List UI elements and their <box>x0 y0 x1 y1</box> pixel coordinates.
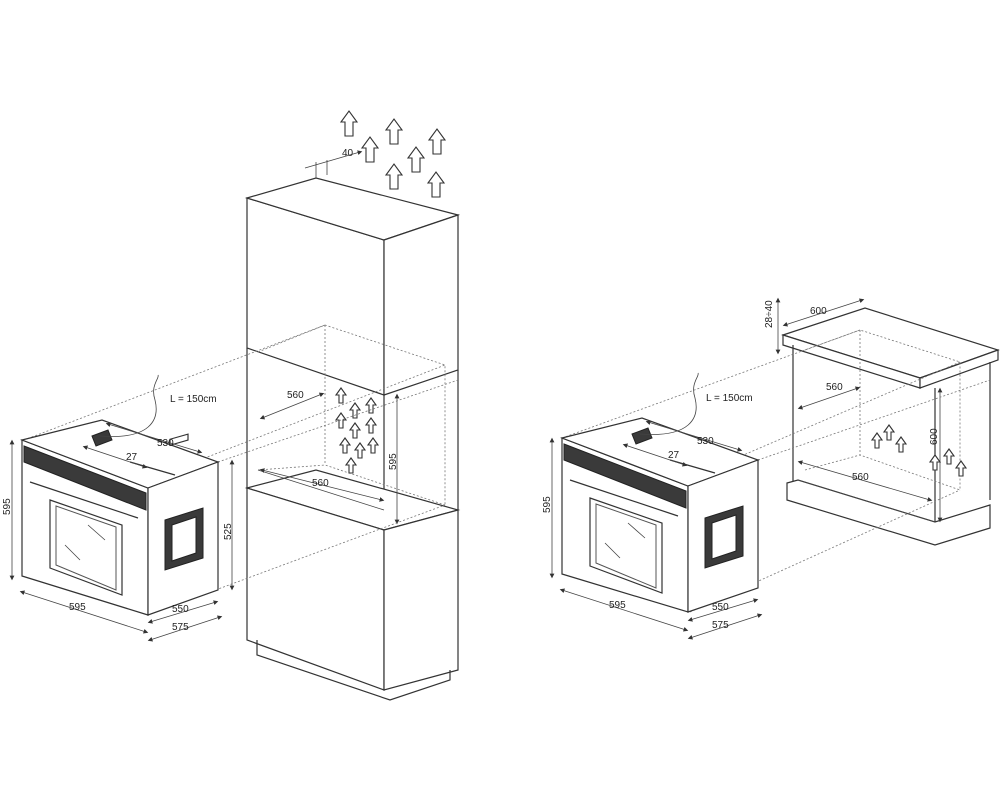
door-handle <box>29 481 139 519</box>
right-depth-small-label: 27 <box>668 450 680 461</box>
left-oven-dimensions: 530 27 595 525 595 550 575 <box>2 422 235 642</box>
left-depth-top-label: 530 <box>157 438 174 449</box>
left-depth-small-label: 27 <box>126 452 138 463</box>
right-depth-b-label: 575 <box>712 620 729 631</box>
left-inner-height-label: 525 <box>223 523 234 540</box>
right-control-panel <box>563 443 687 509</box>
right-door-handle <box>569 479 679 517</box>
niche-width-lower-label: 560 <box>312 478 329 489</box>
upper-cabinet-side <box>383 214 459 396</box>
top-gap-label: 40 <box>342 148 354 159</box>
left-cable-label: L = 150cm <box>170 394 217 405</box>
left-height-label: 595 <box>2 498 13 515</box>
right-niche-width-lower-label: 560 <box>852 472 869 483</box>
right-depth-top-label: 530 <box>697 436 714 447</box>
right-width-label: 595 <box>609 600 626 611</box>
niche-height-label: 595 <box>388 453 399 470</box>
niche-width-upper-label: 560 <box>287 390 304 401</box>
left-oven: L = 150cm <box>20 374 220 616</box>
right-niche-height-label: 600 <box>929 428 940 445</box>
control-panel <box>23 445 147 511</box>
left-width-label: 595 <box>69 602 86 613</box>
worktop-side <box>919 349 999 389</box>
right-oven: L = 150cm <box>560 372 760 613</box>
worktop-depth-label: 600 <box>810 306 827 317</box>
cabinet-plinth <box>786 479 991 546</box>
worktop-gap-label: 28÷40 <box>764 300 775 328</box>
right-niche-width-upper-label: 560 <box>826 382 843 393</box>
ventilation-arrows-niche <box>334 387 380 474</box>
ventilation-arrows-right <box>870 424 968 477</box>
right-cable-label: L = 150cm <box>706 393 753 404</box>
base-cabinet: 600 28÷40 560 560 600 <box>764 297 1000 546</box>
tall-cabinet: 560 560 595 40 <box>244 148 461 701</box>
right-oven-dimensions: 530 27 595 595 550 575 <box>542 420 763 640</box>
right-height-label: 595 <box>542 496 553 513</box>
lower-cabinet-side <box>383 509 459 691</box>
right-depth-a-label: 550 <box>712 602 729 613</box>
left-depth-b-label: 575 <box>172 622 189 633</box>
left-depth-a-label: 550 <box>172 604 189 615</box>
ventilation-arrows-top <box>339 110 447 198</box>
